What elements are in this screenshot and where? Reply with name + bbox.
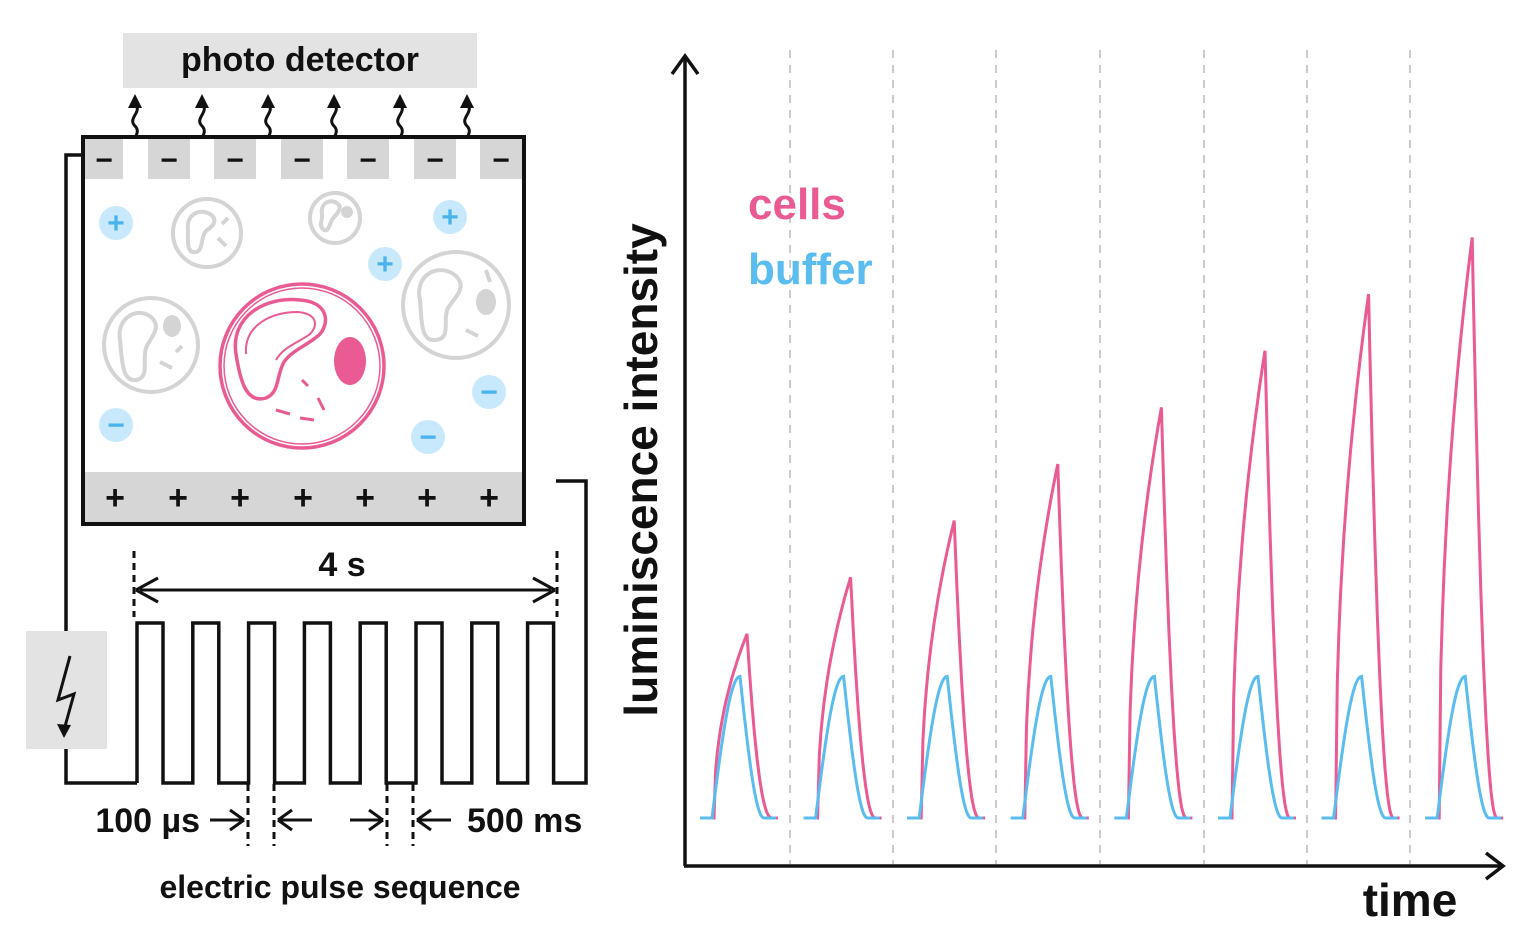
electrode-sign: − xyxy=(160,144,178,177)
electrode-segment xyxy=(85,139,123,179)
period-arrow-left-head xyxy=(135,576,159,604)
photon-arrow-head xyxy=(128,94,142,108)
ion-icon xyxy=(433,200,467,234)
electrode-sign: + xyxy=(417,479,437,517)
photo-detector-box xyxy=(123,33,477,88)
schematic: photo detector − − − − − − − + + + + + + + xyxy=(26,33,588,905)
buffer-trace xyxy=(907,674,984,820)
cells-trace xyxy=(1425,237,1504,820)
cells-trace xyxy=(1114,407,1193,820)
electrode-sign: − xyxy=(95,144,113,177)
electrode-sign: − xyxy=(492,144,510,177)
bottom-electrode xyxy=(85,472,522,522)
ion-icon xyxy=(99,408,133,442)
ion-sign: − xyxy=(480,376,498,409)
photon-arrow-head xyxy=(460,94,474,108)
cuvette-chamber xyxy=(81,135,526,526)
electrode-sign: − xyxy=(293,144,311,177)
width-arrows xyxy=(210,808,451,832)
electrode-segment xyxy=(414,139,456,179)
bottom-electrode-signs: + + + + + + + xyxy=(105,479,499,517)
cell-icon xyxy=(308,191,362,245)
x-axis-arrowhead xyxy=(1484,851,1506,881)
cells-trace xyxy=(1321,293,1400,820)
electrode-sign: − xyxy=(226,144,244,177)
cells-trace xyxy=(907,520,986,820)
cell-icon xyxy=(102,296,200,394)
period-arrow-right-head xyxy=(532,576,556,604)
electrode-sign: − xyxy=(359,144,377,177)
traces xyxy=(700,237,1504,820)
buffer-trace xyxy=(803,674,880,820)
electrode-sign: − xyxy=(426,144,444,177)
cell-icon xyxy=(401,250,511,360)
ion-sign: + xyxy=(376,248,394,281)
electrode-segment xyxy=(214,139,256,179)
ion-sign: + xyxy=(107,207,125,240)
ion-icon xyxy=(472,375,506,409)
electrode-sign: + xyxy=(479,479,499,517)
sequence-label: electric pulse sequence xyxy=(159,869,520,905)
x-axis-label: time xyxy=(1363,874,1458,926)
ions: + + + − − − xyxy=(99,200,506,454)
photon-arrow-head xyxy=(327,94,341,108)
right-wire xyxy=(556,479,588,785)
y-axis-label: luminiscence intensity xyxy=(615,223,667,717)
electrode-segment xyxy=(281,139,323,179)
cells-trace xyxy=(1010,463,1089,820)
ion-icon xyxy=(368,247,402,281)
pulse-train xyxy=(135,621,556,785)
buffer-trace xyxy=(1010,674,1087,820)
gridlines xyxy=(789,50,1411,864)
ion-icon xyxy=(411,420,445,454)
photon-arrow-head xyxy=(195,94,209,108)
lightning-bolt-icon xyxy=(55,655,77,731)
top-electrode: −−−−−−− xyxy=(85,139,522,179)
buffer-trace xyxy=(700,674,776,820)
lightning-bolt-icon-tip xyxy=(57,724,71,738)
electrode-segment xyxy=(480,139,522,179)
cell-icon xyxy=(171,197,243,269)
photo-detector-label: photo detector xyxy=(181,41,419,79)
ion-sign: + xyxy=(441,201,459,234)
cells-trace xyxy=(700,633,778,820)
legend-buffer: buffer xyxy=(748,245,873,294)
ion-sign: − xyxy=(107,409,125,442)
photon-arrow-head xyxy=(393,94,407,108)
cell-icon xyxy=(218,282,386,450)
electrode-segment xyxy=(347,139,389,179)
buffer-trace xyxy=(1218,674,1294,820)
photon-arrow-head xyxy=(261,94,275,108)
y-axis-arrowhead xyxy=(670,53,700,76)
ion-icon xyxy=(99,206,133,240)
electrode-sign: + xyxy=(355,479,375,517)
legend-cells: cells xyxy=(748,180,846,229)
ion-sign: − xyxy=(419,421,437,454)
pulse-width-label: 100 µs xyxy=(95,802,200,840)
electrode-sign: + xyxy=(105,479,125,517)
cells-trace xyxy=(1218,350,1296,820)
buffer-trace xyxy=(1114,674,1191,820)
electrode-sign: + xyxy=(168,479,188,517)
electrode-segment xyxy=(148,139,190,179)
electrode-sign: + xyxy=(293,479,313,517)
left-wire xyxy=(64,153,137,785)
luminescence-plot: luminiscence intensity time cells buffer xyxy=(615,50,1506,926)
buffer-trace xyxy=(1321,674,1398,820)
cells-trace xyxy=(803,576,882,820)
period-label: 4 s xyxy=(318,546,365,584)
interval-label: 500 ms xyxy=(467,802,582,840)
buffer-trace xyxy=(1425,674,1502,820)
electrode-sign: + xyxy=(230,479,250,517)
